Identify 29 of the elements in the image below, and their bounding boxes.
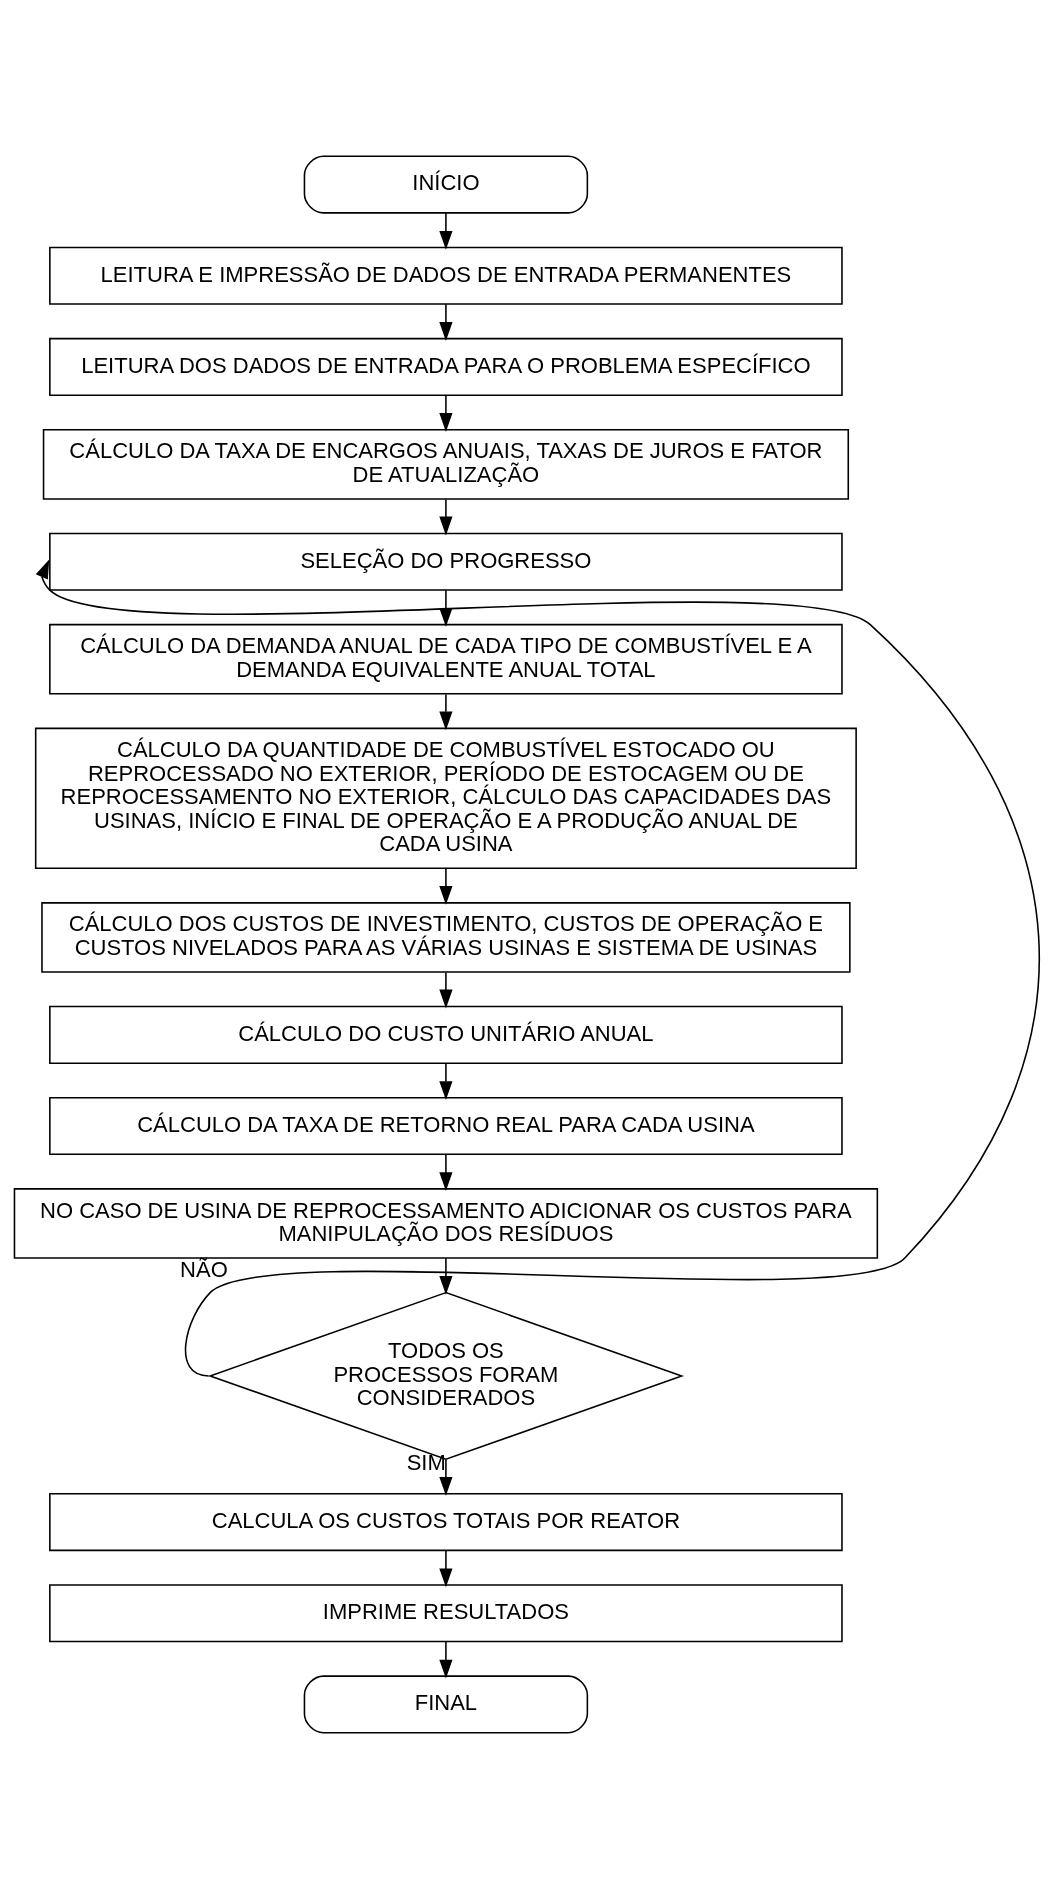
arrow bbox=[439, 1640, 453, 1679]
node-box: LEITURA E IMPRESSÃO DE DADOS DE ENTRADA PERMANENTES bbox=[49, 246, 843, 305]
node-box: INÍCIO bbox=[303, 155, 589, 214]
node-box: SELEÇÃO DO PROGRESSO bbox=[49, 532, 843, 591]
arrow bbox=[439, 498, 453, 536]
arrow bbox=[439, 303, 453, 341]
arrow bbox=[439, 1458, 453, 1496]
node-box: CÁLCULO DA TAXA DE RETORNO REAL PARA CADA USINA bbox=[49, 1096, 843, 1156]
arrow bbox=[439, 1062, 453, 1101]
node-box: CALCULA OS CUSTOS TOTAIS POR REATOR bbox=[49, 1493, 843, 1552]
arrow bbox=[439, 394, 453, 432]
node-box: CÁLCULO DA DEMANDA ANUAL DE CADA TIPO DE COMBUSTÍVEL E A DEMANDA EQUIVALENTE ANUAL TOTAL bbox=[49, 623, 843, 695]
arrow bbox=[439, 693, 453, 731]
node-box: LEITURA DOS DADOS DE ENTRADA PARA O PROBLEMA ESPECÍFICO bbox=[49, 337, 843, 396]
node-box: CÁLCULO DO CUSTO UNITÁRIO ANUAL bbox=[49, 1005, 843, 1064]
arrow bbox=[439, 212, 453, 250]
node-box: NO CASO DE USINA DE REPROCESSAMENTO ADICIONAR OS CUSTOS PARA MANIPULAÇÃO DOS RESÍDUOS bbox=[13, 1188, 879, 1259]
node-box: CÁLCULO DOS CUSTOS DE INVESTIMENTO, CUSTOS DE OPERAÇÃO E CUSTOS NIVELADOS PARA AS VÁRIAS USINAS E SISTEMA DE USINAS bbox=[41, 902, 851, 973]
arrow bbox=[439, 867, 453, 905]
node-box: CÁLCULO DA QUANTIDADE DE COMBUSTÍVEL ESTOCADO OU REPROCESSADO NO EXTERIOR, PERÍODO DE ESTOCAGEM OU DE REPROCESSAMENTO NO EXTERIOR, CÁLCULO DAS CAPACIDADES DAS USINAS, INÍCIO E FINAL DE OPERAÇÃO E A PRODUÇÃO ANUAL DE CADA USINA bbox=[34, 727, 857, 870]
node-box: FINAL bbox=[303, 1675, 589, 1734]
node-box: CÁLCULO DA TAXA DE ENCARGOS ANUAIS, TAXAS DE JUROS E FATOR DE ATUALIZAÇÃO bbox=[42, 428, 850, 500]
node-box: IMPRIME RESULTADOS bbox=[49, 1584, 843, 1643]
arrow bbox=[35, 559, 1040, 1377]
edge-label: NÃO bbox=[180, 1257, 228, 1283]
arrow bbox=[439, 971, 453, 1009]
arrow bbox=[439, 1549, 453, 1588]
arrow bbox=[439, 1153, 453, 1192]
arrow bbox=[439, 1257, 453, 1295]
